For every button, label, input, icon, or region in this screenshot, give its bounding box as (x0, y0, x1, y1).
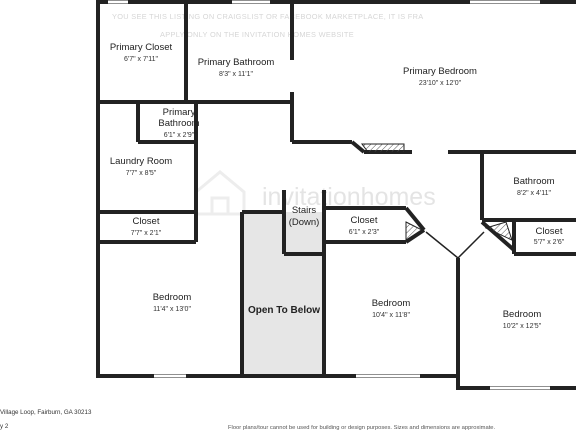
room-name: Closet (536, 226, 563, 237)
room-bedroom-middle: Bedroom 10'4" x 11'8" (372, 298, 411, 319)
stairs-label-line-1: Stairs (292, 205, 317, 216)
room-name: Primary Closet (110, 42, 173, 53)
room-dims: 7'7" x 2'1" (131, 230, 162, 237)
room-bedroom-right: Bedroom 10'2" x 12'5" (503, 309, 542, 330)
room-name: Laundry Room (110, 156, 172, 167)
room-primary-bedroom: Primary Bedroom 23'10" x 12'0" (403, 66, 477, 87)
room-dims: 23'10" x 12'0" (419, 80, 462, 87)
room-dims: 10'2" x 12'5" (503, 323, 542, 330)
room-closet-middle: Closet 6'1" x 2'3" (349, 215, 380, 236)
windows (108, 0, 550, 390)
hatched-counter-1 (361, 143, 405, 153)
room-dims: 6'1" x 2'3" (349, 229, 380, 236)
room-stairs: Stairs (Down) (289, 205, 320, 228)
room-dims: 10'4" x 11'8" (372, 312, 410, 319)
room-primary-bathroom-lower: Primary Bathroom 6'1" x 2'9" (158, 107, 199, 139)
watermark-line-2: APPLY ONLY ON THE INVITATION HOMES WEBSI… (160, 30, 354, 39)
walls (96, 0, 576, 390)
room-closet-right: Closet 5'7" x 2'6" (534, 226, 565, 246)
room-bedroom-left: Bedroom 11'4" x 13'0" (153, 292, 192, 313)
room-name: Bedroom (503, 309, 542, 320)
room-name-line-2: Bathroom (158, 118, 199, 129)
room-open-to-below: Open To Below (248, 305, 320, 316)
hallway-doors (425, 231, 485, 259)
room-dims: 8'3" x 11'1" (219, 71, 253, 78)
footer-floor: y 2 (0, 423, 9, 430)
room-name: Primary Bedroom (403, 66, 477, 77)
room-name: Bedroom (372, 298, 411, 309)
room-name: Primary Bathroom (198, 57, 275, 68)
room-laundry: Laundry Room 7'7" x 8'5" (110, 156, 172, 177)
hatched-counter-3 (484, 221, 513, 241)
room-name: Open To Below (248, 305, 320, 316)
room-primary-closet: Primary Closet 6'7" x 7'11" (110, 42, 173, 63)
room-dims: 8'2" x 4'11" (517, 190, 551, 197)
room-dims: 5'7" x 2'6" (534, 239, 565, 246)
footer-address: Village Loop, Fairburn, GA 30213 (0, 409, 92, 416)
footer-disclaimer: Floor plans/tour cannot be used for buil… (228, 425, 496, 431)
room-name: Bathroom (513, 176, 554, 187)
room-dims: 6'7" x 7'11" (124, 56, 158, 63)
watermark-line-1: YOU SEE THIS LISTING ON CRAIGSLIST OR FA… (112, 12, 423, 21)
room-dims: 7'7" x 8'5" (126, 170, 157, 177)
room-primary-bathroom-upper: Primary Bathroom 8'3" x 11'1" (198, 57, 275, 78)
room-name: Closet (133, 216, 160, 227)
room-name-line-1: Primary (163, 107, 196, 118)
room-name: Closet (351, 215, 378, 226)
room-name: Bedroom (153, 292, 192, 303)
stairs-label-line-2: (Down) (289, 217, 320, 228)
room-dims: 11'4" x 13'0" (153, 306, 191, 313)
room-closet-left: Closet 7'7" x 2'1" (131, 216, 162, 237)
room-dims: 6'1" x 2'9" (164, 132, 195, 139)
hatched-counter-2 (405, 221, 424, 241)
house-logo-icon (194, 170, 246, 216)
room-bathroom: Bathroom 8'2" x 4'11" (513, 176, 554, 197)
